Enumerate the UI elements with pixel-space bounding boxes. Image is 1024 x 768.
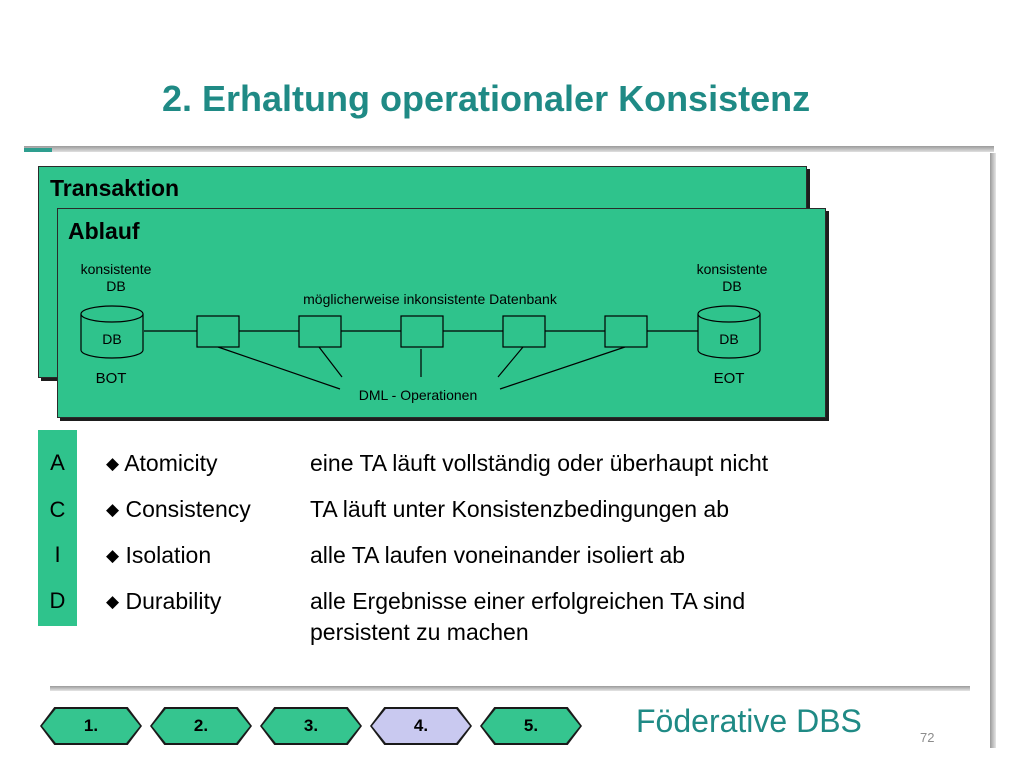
- top-rule: [24, 146, 994, 152]
- operation-box-3: [400, 315, 444, 348]
- nav-button-label: 2.: [152, 709, 250, 743]
- left-db-label: DB: [102, 331, 122, 347]
- left-db-caption: konsistente DB: [68, 261, 164, 295]
- ablauf-label: Ablauf: [68, 218, 140, 244]
- nav-button-label: 3.: [262, 709, 360, 743]
- property-isolation: ◆ Isolation: [106, 542, 211, 569]
- property-description: alle Ergebnisse einer erfolgreichen TA s…: [310, 588, 746, 614]
- nav-button-5[interactable]: 5.: [480, 707, 582, 745]
- dml-connector-4: [497, 346, 524, 378]
- bullet-icon: ◆: [106, 454, 120, 473]
- right-rule: [990, 153, 996, 748]
- footer-title: Föderative DBS: [636, 703, 862, 739]
- page-title: 2. Erhaltung operationaler Konsistenz: [162, 78, 811, 119]
- nav-button-label: 5.: [482, 709, 580, 743]
- property-description: TA läuft unter Konsistenzbedingungen ab: [310, 496, 729, 522]
- dml-connector-1: [217, 346, 341, 390]
- operation-box-5: [604, 315, 648, 348]
- property-description-continued: persistent zu machen: [310, 619, 529, 645]
- right-db-caption: konsistente DB: [684, 261, 780, 295]
- bottom-rule: [50, 686, 970, 691]
- property-name: Atomicity: [124, 450, 218, 476]
- property-consistency: ◆ Consistency: [106, 496, 251, 523]
- acid-letter-a: A: [50, 450, 65, 475]
- bot-label: BOT: [95, 370, 127, 387]
- page-number: 72: [920, 730, 935, 745]
- left-db-caption-line1: konsistente: [80, 261, 152, 277]
- right-db-label: DB: [719, 331, 739, 347]
- nav-button-4[interactable]: 4.: [370, 707, 472, 745]
- dml-connector-2: [318, 346, 343, 378]
- property-name: Durability: [125, 588, 222, 614]
- nav-button-3[interactable]: 3.: [260, 707, 362, 745]
- accent-strip: [24, 148, 52, 152]
- dml-label: DML - Operationen: [358, 387, 478, 403]
- nav-button-label: 1.: [42, 709, 140, 743]
- property-name: Consistency: [125, 496, 251, 522]
- bullet-icon: ◆: [106, 546, 120, 565]
- property-description: alle TA laufen voneinander isoliert ab: [310, 542, 686, 568]
- acid-letter-c: C: [49, 497, 66, 522]
- acid-letter-i: I: [54, 542, 61, 567]
- property-atomicity: ◆ Atomicity: [106, 450, 218, 477]
- nav-button-1[interactable]: 1.: [40, 707, 142, 745]
- acid-letter-d: D: [49, 588, 66, 613]
- property-durability: ◆ Durability: [106, 588, 221, 615]
- right-db-caption-line1: konsistente: [696, 261, 768, 277]
- nav-button-2[interactable]: 2.: [150, 707, 252, 745]
- acid-column: A C I D: [38, 430, 77, 626]
- operation-box-2: [298, 315, 342, 348]
- nav-button-label: 4.: [372, 709, 470, 743]
- property-description: eine TA läuft vollständig oder überhaupt…: [310, 450, 769, 476]
- left-db-cylinder: [80, 305, 144, 359]
- right-db-caption-line2: DB: [722, 278, 742, 294]
- right-db-cylinder: [697, 305, 761, 359]
- transaktion-label: Transaktion: [50, 175, 180, 201]
- bullet-icon: ◆: [106, 500, 120, 519]
- operation-box-1: [196, 315, 240, 348]
- operation-box-4: [502, 315, 546, 348]
- left-db-caption-line2: DB: [106, 278, 126, 294]
- middle-caption: möglicherweise inkonsistente Datenbank: [303, 291, 557, 307]
- eot-label: EOT: [713, 370, 745, 387]
- property-name: Isolation: [125, 542, 212, 568]
- dml-connector-5: [499, 346, 626, 390]
- bullet-icon: ◆: [106, 592, 120, 611]
